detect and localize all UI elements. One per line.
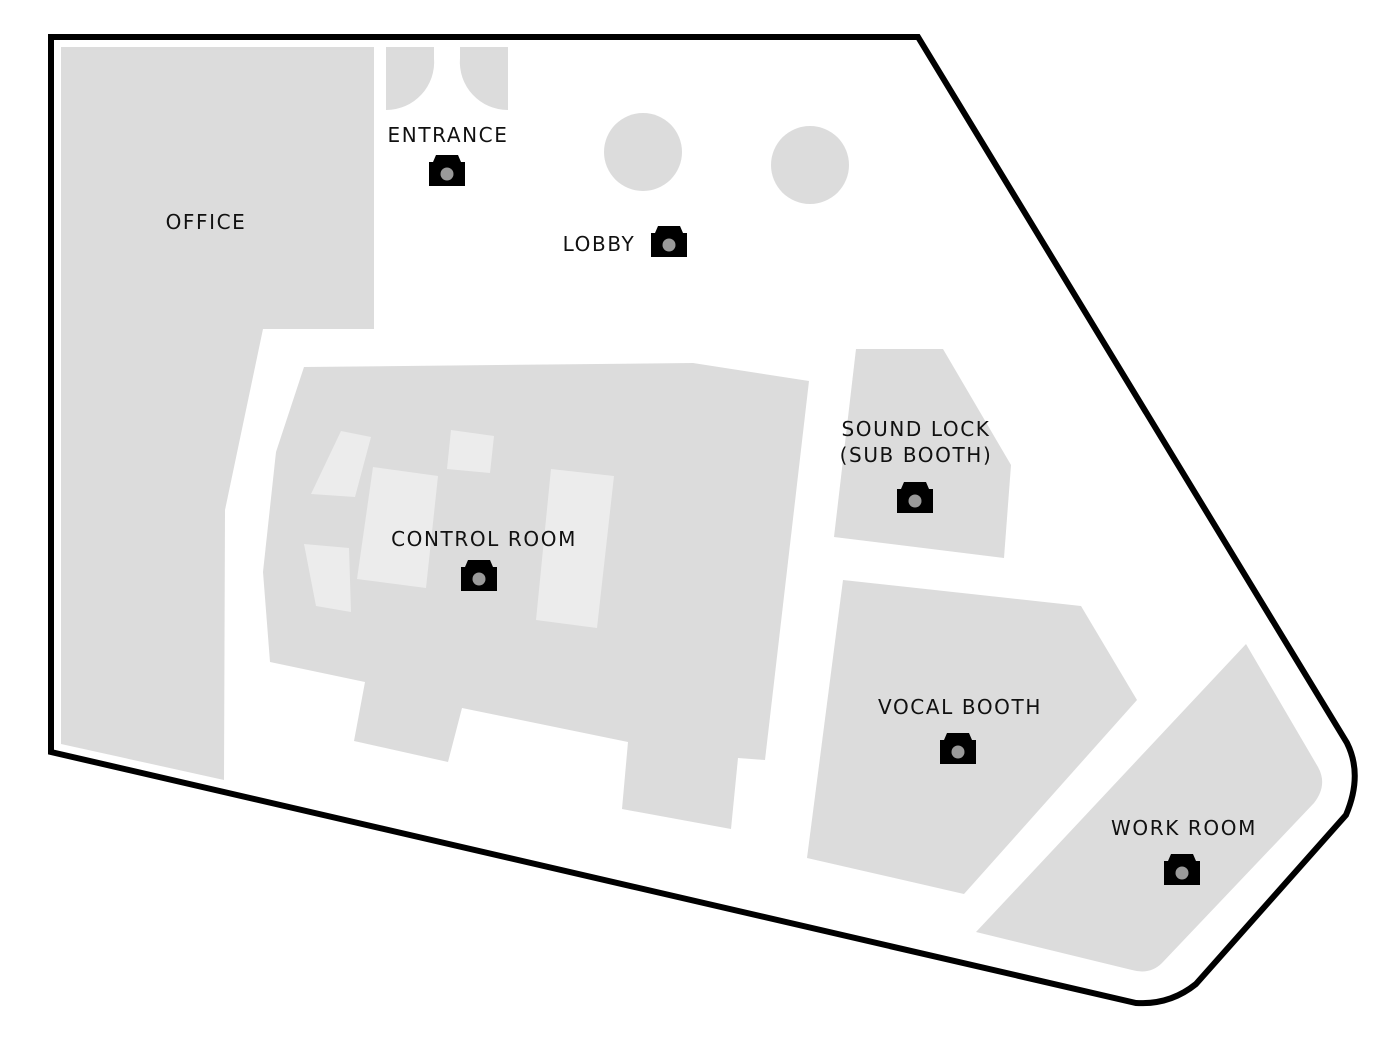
sound-lock-room[interactable]	[834, 349, 1011, 558]
entrance-door-left	[386, 47, 435, 111]
office-label: OFFICE	[166, 210, 247, 234]
sound-lock-label: SOUND LOCK	[841, 417, 990, 441]
work-room-label: WORK ROOM	[1111, 816, 1257, 840]
control-room-desk	[304, 544, 351, 612]
vocal-booth-label: VOCAL BOOTH	[878, 695, 1042, 719]
control-room-console	[357, 467, 438, 588]
lobby-label: LOBBY	[563, 232, 636, 256]
camera-icon[interactable]	[940, 733, 976, 764]
camera-icon[interactable]	[1164, 854, 1200, 885]
control-room-desk	[311, 431, 371, 497]
office-room[interactable]	[61, 47, 374, 780]
building-outline	[48, 34, 1358, 1007]
entrance-door-right	[459, 47, 508, 111]
lobby-round-table	[604, 113, 682, 191]
work-room[interactable]	[976, 644, 1323, 972]
camera-icon[interactable]	[429, 155, 465, 186]
vocal-booth-room[interactable]	[807, 580, 1137, 894]
sound-lock-sublabel: (SUB BOOTH)	[840, 443, 993, 467]
lobby-round-table	[771, 126, 849, 204]
control-room-desk	[447, 430, 494, 473]
camera-icon[interactable]	[897, 482, 933, 513]
control-room-label: CONTROL ROOM	[391, 527, 577, 551]
entrance-label: ENTRANCE	[388, 123, 509, 147]
control-room-couch	[536, 469, 614, 628]
camera-icon[interactable]	[651, 226, 687, 257]
camera-icon[interactable]	[461, 560, 497, 591]
